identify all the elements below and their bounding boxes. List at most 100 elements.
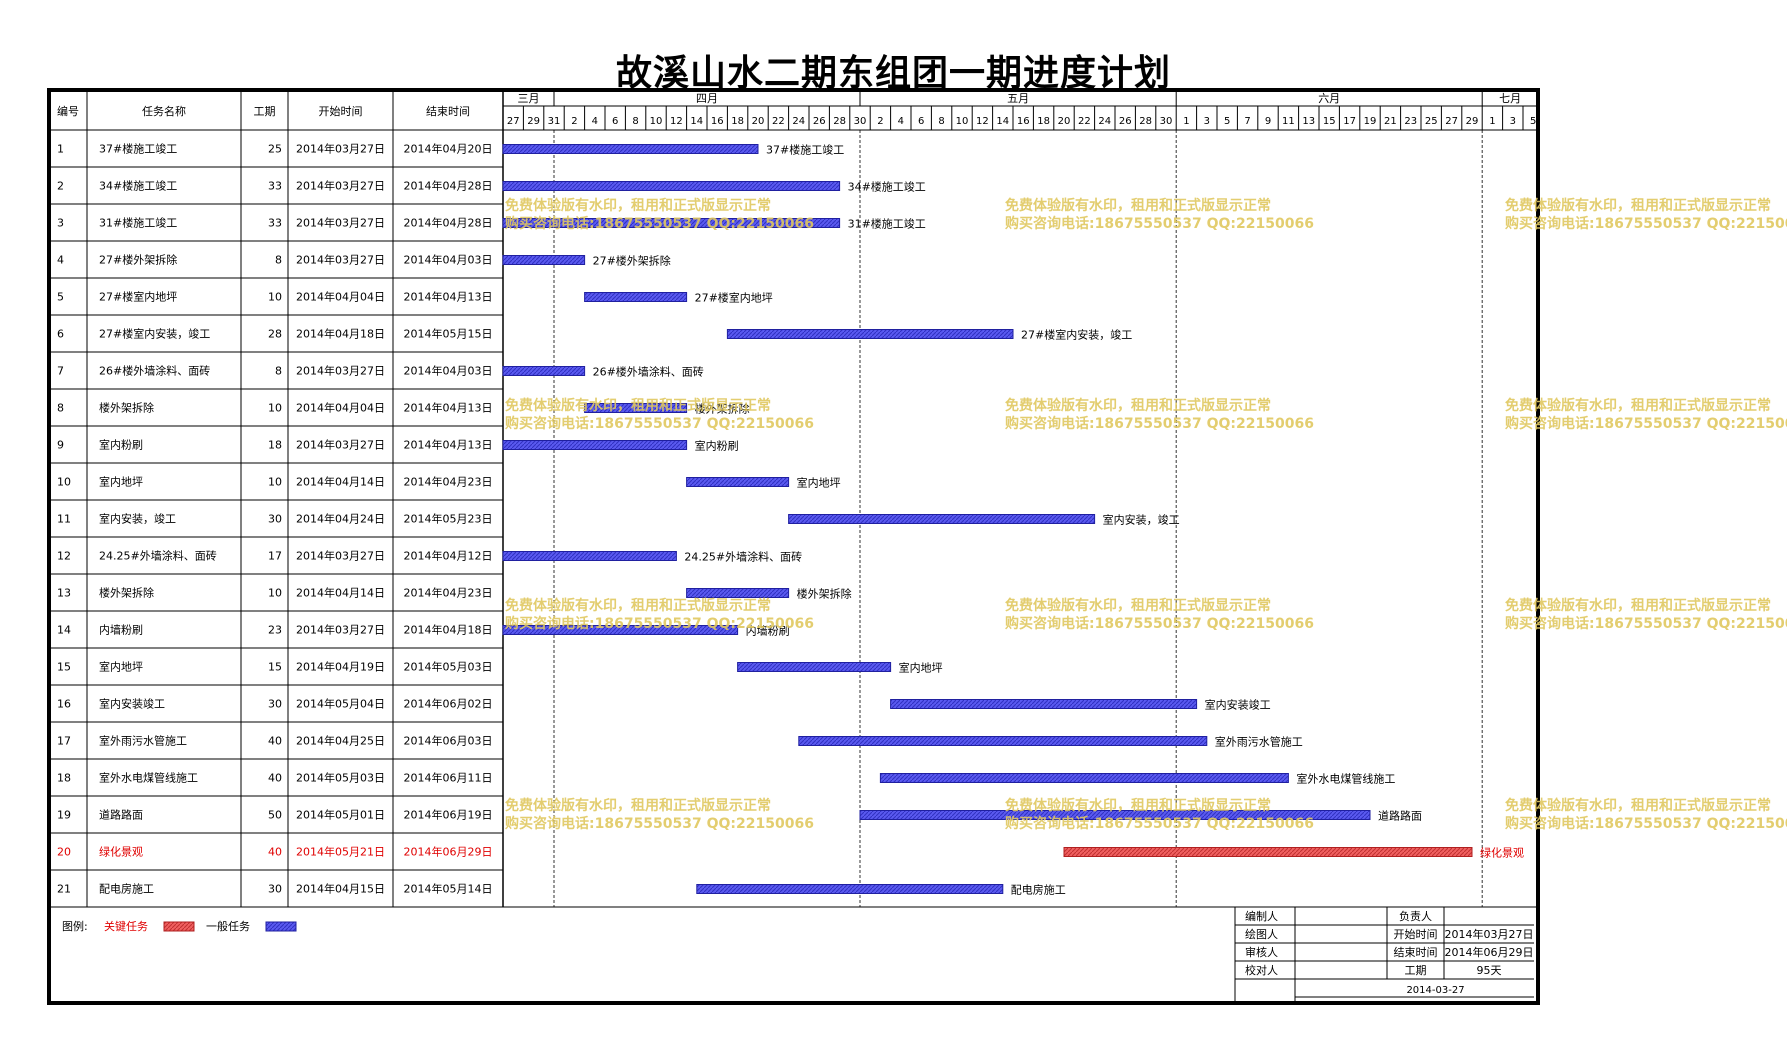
task-name: 楼外架拆除 [99,586,154,600]
task-name: 24.25#外墙涂料、面砖 [99,549,217,563]
task-bar-label: 室内安装，竣工 [1103,513,1180,527]
watermark-line2: 购买咨询电话:18675550537 QQ:22150066 [505,215,814,232]
task-bar-label: 34#楼施工竣工 [848,180,926,194]
info-left-label: 审核人 [1245,945,1278,959]
task-name: 26#楼外墙涂料、面砖 [99,364,210,378]
task-start: 2014年03月27日 [296,549,385,563]
task-duration: 28 [268,328,282,341]
day-label: 29 [527,116,540,127]
task-bar [502,255,586,265]
task-id: 3 [57,217,64,230]
legend-normal-swatch [265,921,297,932]
watermark-line2: 购买咨询电话:18675550537 QQ:22150066 [1505,815,1787,832]
watermark-line1: 免费体验版有水印，租用和正式版显示正常 [1005,197,1271,214]
day-label: 21 [1384,116,1397,127]
task-bar-label: 室外雨污水管施工 [1215,735,1303,749]
task-id: 8 [57,402,64,415]
day-label: 26 [1119,116,1132,127]
task-duration: 40 [268,735,282,748]
day-label: 1 [1489,116,1495,127]
day-label: 18 [1037,116,1050,127]
info-value: 2014年03月27日 [1445,927,1534,941]
task-name: 内墙粉刷 [99,623,143,637]
task-end: 2014年06月19日 [404,808,493,822]
watermark-line2: 购买咨询电话:18675550537 QQ:22150066 [505,615,814,632]
watermark-line2: 购买咨询电话:18675550537 QQ:22150066 [1005,215,1314,232]
task-end: 2014年04月28日 [404,216,493,230]
info-left-label: 绘图人 [1245,927,1278,941]
day-label: 3 [1204,116,1210,127]
task-end: 2014年04月18日 [404,623,493,637]
month-label: 五月 [1007,92,1029,105]
day-label: 8 [938,116,944,127]
day-label: 29 [1466,116,1479,127]
month-label: 三月 [518,92,540,105]
task-start: 2014年05月03日 [296,771,385,785]
task-id: 6 [57,328,64,341]
task-duration: 25 [268,143,282,156]
task-end: 2014年04月28日 [404,179,493,193]
watermark-line2: 购买咨询电话:18675550537 QQ:22150066 [1505,615,1787,632]
task-end: 2014年05月03日 [404,660,493,674]
task-end: 2014年06月03日 [404,734,493,748]
day-label: 30 [1160,116,1173,127]
column-header-id: 编号 [57,104,79,118]
task-id: 13 [57,587,71,600]
task-end: 2014年05月23日 [404,512,493,526]
day-label: 22 [772,116,785,127]
task-name: 楼外架拆除 [99,401,154,415]
task-bar [502,144,759,154]
day-label: 4 [898,116,904,127]
task-duration: 10 [268,476,282,489]
task-id: 11 [57,513,71,526]
task-start: 2014年04月04日 [296,401,385,415]
task-name: 绿化景观 [99,845,143,859]
task-id: 21 [57,883,71,896]
watermark-line2: 购买咨询电话:18675550537 QQ:22150066 [505,415,814,432]
legend-normal-label: 一般任务 [206,920,250,933]
task-bar [726,329,1014,339]
task-end: 2014年05月15日 [404,327,493,341]
watermark-line1: 免费体验版有水印，租用和正式版显示正常 [1005,797,1271,814]
month-label: 六月 [1318,92,1340,105]
task-id: 10 [57,476,71,489]
watermark-line1: 免费体验版有水印，租用和正式版显示正常 [1005,397,1271,414]
day-label: 2 [877,116,883,127]
task-bar [686,477,790,487]
task-start: 2014年03月27日 [296,142,385,156]
task-id: 1 [57,143,64,156]
day-label: 15 [1323,116,1336,127]
task-id: 17 [57,735,71,748]
task-bar-label: 绿化景观 [1480,846,1524,860]
task-id: 2 [57,180,64,193]
day-label: 7 [1244,116,1250,127]
task-end: 2014年05月14日 [404,882,493,896]
task-id: 20 [57,846,71,859]
task-duration: 40 [268,772,282,785]
task-end: 2014年04月13日 [404,401,493,415]
watermark-line2: 购买咨询电话:18675550537 QQ:22150066 [505,815,814,832]
task-end: 2014年04月23日 [404,586,493,600]
task-id: 9 [57,439,64,452]
info-mid-label: 负责人 [1399,909,1432,923]
task-start: 2014年04月24日 [296,512,385,526]
day-label: 24 [792,116,805,127]
task-id: 12 [57,550,71,563]
watermark-line1: 免费体验版有水印，租用和正式版显示正常 [1505,797,1771,814]
info-mid-label: 工期 [1405,964,1427,977]
day-label: 12 [976,116,989,127]
task-duration: 33 [268,217,282,230]
column-header-duration: 工期 [254,105,276,118]
task-bar-label: 室外水电煤管线施工 [1296,772,1395,786]
task-name: 27#楼外架拆除 [99,253,177,267]
task-id: 15 [57,661,71,674]
day-label: 4 [592,116,598,127]
task-start: 2014年03月27日 [296,623,385,637]
watermark-line2: 购买咨询电话:18675550537 QQ:22150066 [1505,415,1787,432]
watermark-line1: 免费体验版有水印，租用和正式版显示正常 [1005,597,1271,614]
day-label: 5 [1224,116,1230,127]
info-mid-label: 结束时间 [1394,946,1438,959]
task-name: 室内安装，竣工 [99,512,176,526]
task-bar [502,625,739,635]
task-bar-label: 24.25#外墙涂料、面砖 [684,550,802,564]
